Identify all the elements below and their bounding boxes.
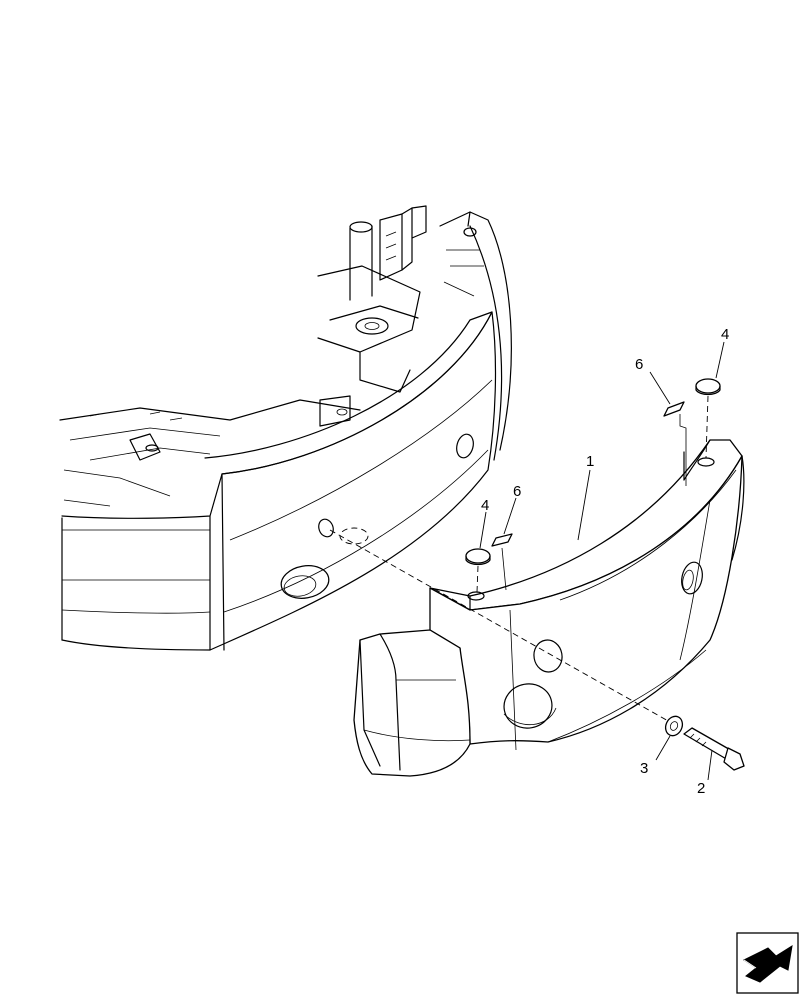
leader-lines <box>479 341 725 781</box>
callout-6-left: 6 <box>513 483 521 500</box>
decal-part-6-left <box>491 533 513 591</box>
plug-part-4-left <box>465 548 491 593</box>
installed-counterweight <box>61 211 512 651</box>
machine-upper-structure <box>59 205 427 507</box>
callout-1: 1 <box>586 453 594 470</box>
callout-2: 2 <box>697 780 705 797</box>
callout-4-right: 4 <box>721 326 729 343</box>
bolt-part-2 <box>683 727 745 771</box>
washer-part-3 <box>664 715 684 737</box>
callout-6-right: 6 <box>635 356 643 373</box>
assembly-centerline <box>329 529 671 723</box>
plug-part-4-right <box>695 378 721 459</box>
callout-3: 3 <box>640 760 648 777</box>
callout-4-left: 4 <box>481 497 489 514</box>
next-page-arrow-icon[interactable] <box>736 932 799 994</box>
counterweight-part-1 <box>353 439 745 777</box>
decal-part-6-right <box>663 401 687 486</box>
